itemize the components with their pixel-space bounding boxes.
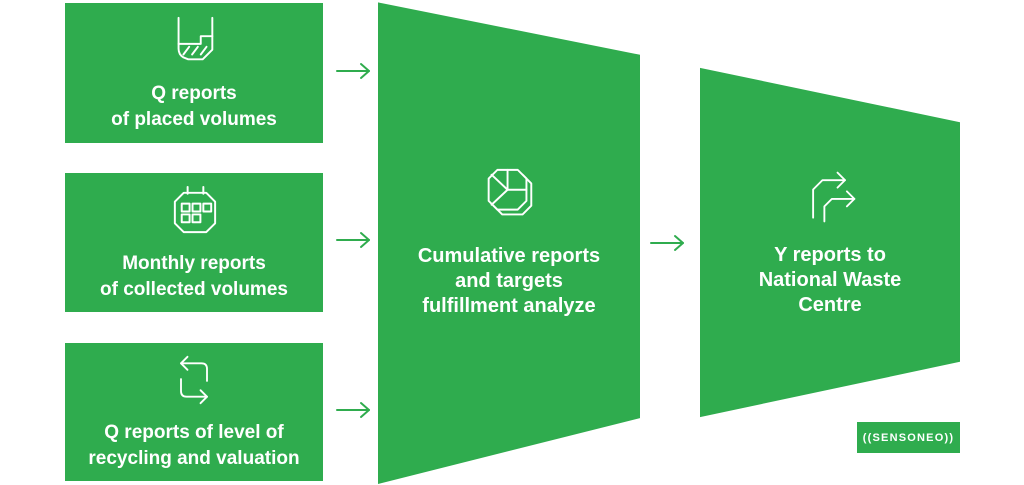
waste-bin-fill-level-icon (167, 14, 221, 68)
sensoneo-logo-text: ((SENSONEO)) (862, 431, 955, 444)
arrow-right-icon (336, 61, 374, 81)
source-box-placed-volumes: Q reports of placed volumes (65, 3, 323, 143)
forward-arrows-icon (800, 167, 860, 227)
calendar-icon (167, 183, 222, 238)
source-box-recycling-level: Q reports of level of recycling and valu… (65, 343, 323, 481)
arrow-right-icon (336, 230, 374, 250)
source-box-collected-volumes: Monthly reports of collected volumes (65, 173, 323, 312)
arrow-right-icon (336, 400, 374, 420)
arrow-right-icon (650, 233, 688, 253)
source-label: Q reports of level of recycling and valu… (88, 421, 300, 469)
cumulative-chart-icon (478, 166, 540, 228)
source-label: Monthly reports of collected volumes (100, 252, 288, 300)
source-label: Q reports of placed volumes (111, 82, 277, 130)
recycle-loop-icon (168, 353, 220, 407)
output-funnel-national-waste-centre: Y reports to National Waste Centre (700, 67, 960, 418)
process-label: Cumulative reports and targets fulfillme… (417, 245, 601, 317)
output-label: Y reports to National Waste Centre (758, 244, 902, 316)
process-funnel-cumulative-reports: Cumulative reports and targets fulfillme… (378, 2, 640, 485)
sensoneo-logo: ((SENSONEO)) (857, 422, 960, 453)
